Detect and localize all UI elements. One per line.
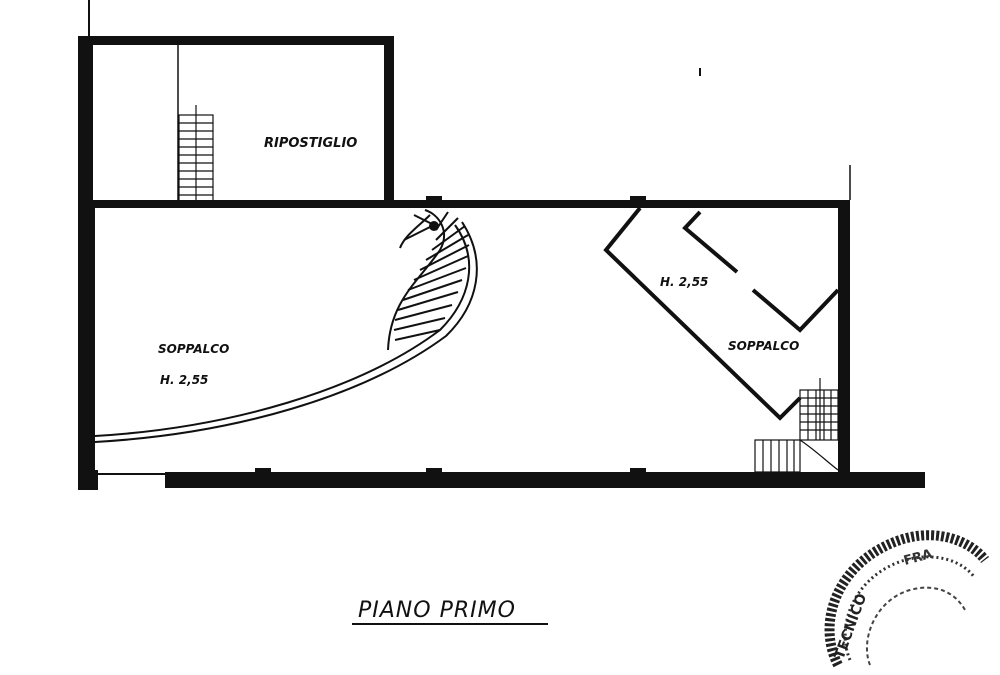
label-soppalco-left: SOPPALCO xyxy=(158,342,229,356)
seal-stamp: TECNICO FRA xyxy=(824,530,989,668)
main-walls xyxy=(78,165,925,490)
label-ripostiglio: RIPOSTIGLIO xyxy=(264,136,357,151)
spiral-stair xyxy=(94,209,478,443)
ripostiglio-stair xyxy=(178,105,214,202)
label-height-left: H. 2,55 xyxy=(160,373,208,387)
corner-stair xyxy=(754,378,839,473)
label-soppalco-right: SOPPALCO xyxy=(728,339,799,353)
ripostiglio-walls xyxy=(78,36,394,206)
svg-text:FRA: FRA xyxy=(902,547,934,569)
right-mezzanine xyxy=(603,206,840,421)
drawing-title: PIANO PRIMO xyxy=(358,598,516,623)
label-height-right: H. 2,55 xyxy=(660,275,708,289)
